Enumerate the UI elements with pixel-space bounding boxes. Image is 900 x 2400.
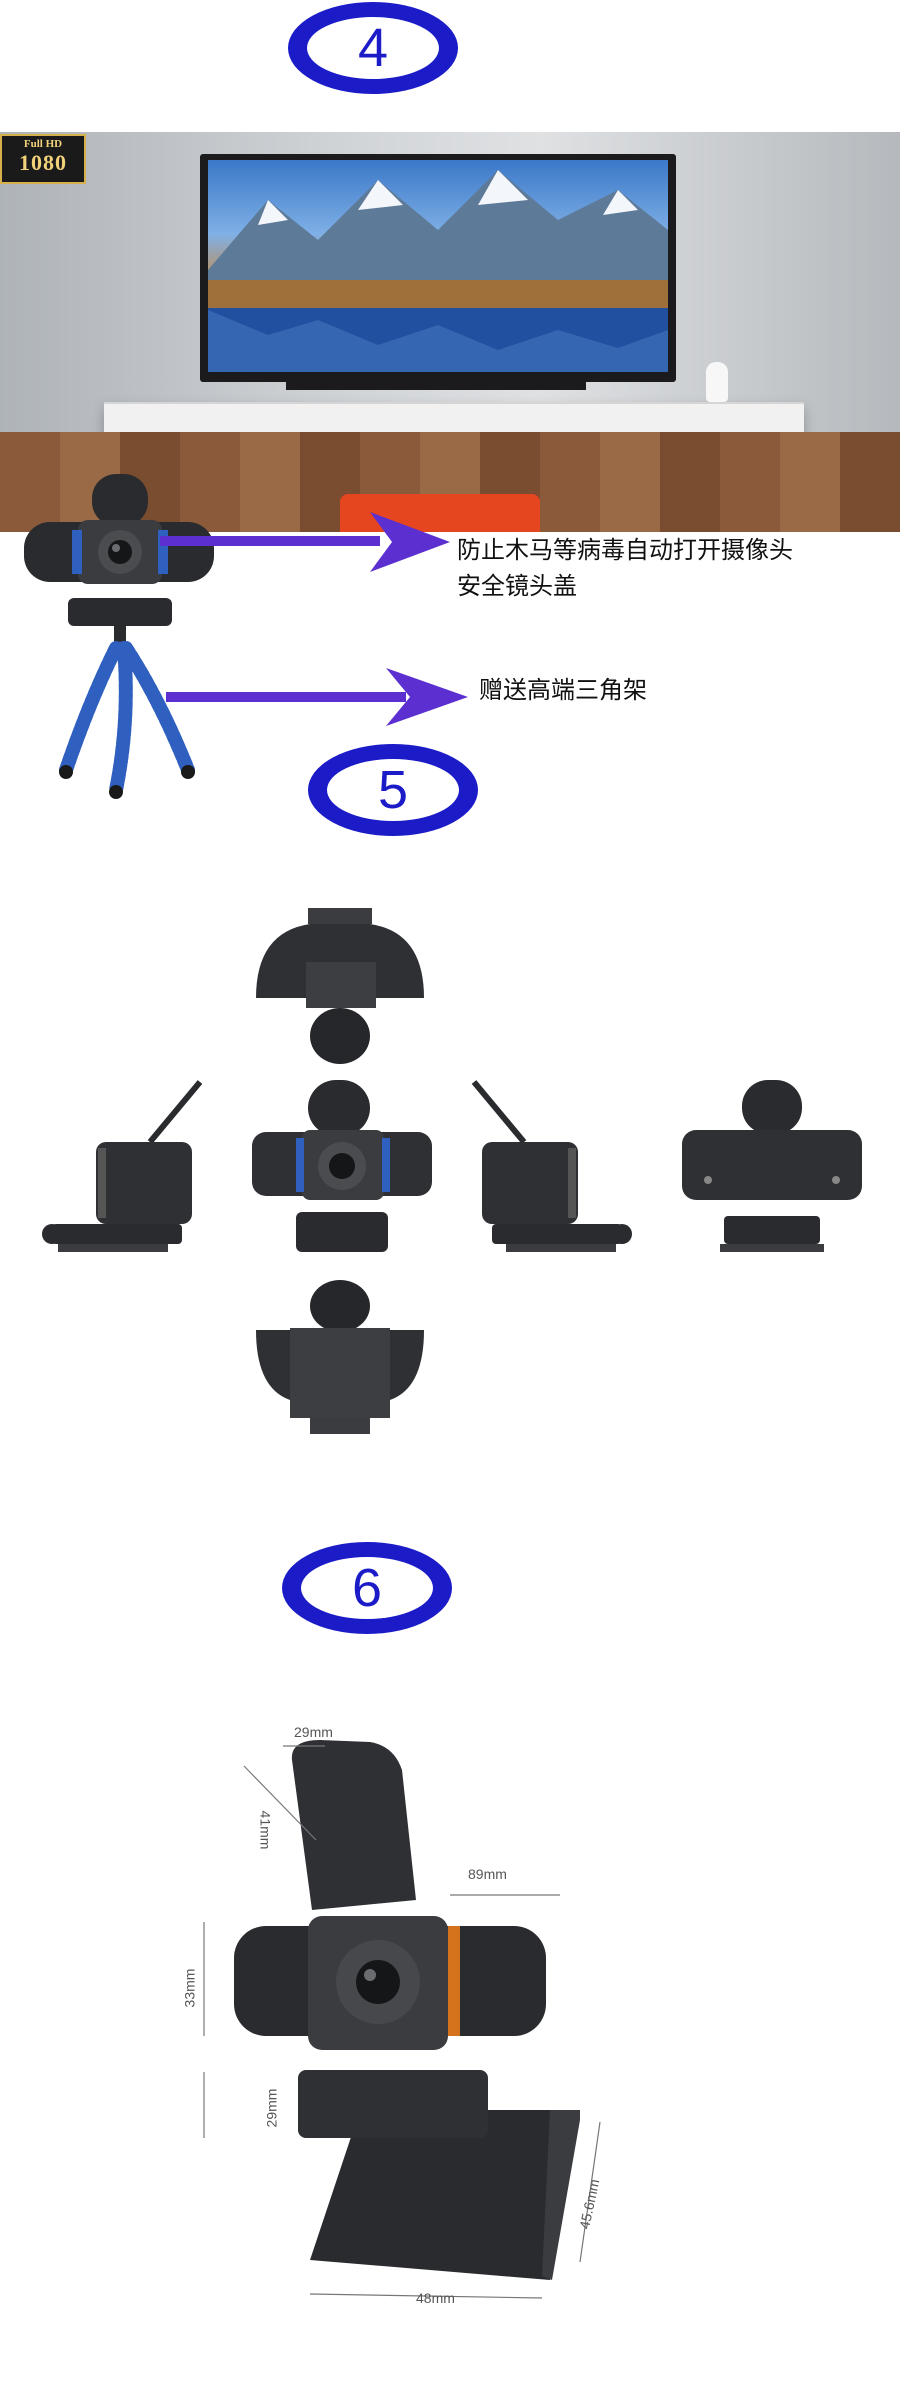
section-number-badge-4: 4 bbox=[288, 2, 458, 94]
dim-clip-height: 29mm bbox=[263, 2088, 280, 2128]
arrow-to-tripod-caption bbox=[166, 668, 468, 726]
dim-base-width: 48mm bbox=[416, 2290, 455, 2306]
dim-body-width: 89mm bbox=[468, 1866, 507, 1882]
webcam-front-view bbox=[252, 1080, 432, 1252]
webcam-bottom-view bbox=[256, 1280, 424, 1434]
dim-cover-height: 41mm bbox=[257, 1810, 274, 1850]
section-number: 4 bbox=[307, 17, 439, 79]
webcam-right-side-view bbox=[471, 1080, 632, 1252]
dim-body-height: 33mm bbox=[181, 1968, 198, 2008]
tripod-caption: 赠送高端三角架 bbox=[479, 676, 647, 704]
webcam-left-side-view bbox=[42, 1080, 203, 1252]
webcam-with-tripod bbox=[24, 474, 214, 799]
full-hd-1080-logo: Full HD 1080 bbox=[0, 134, 86, 184]
television bbox=[200, 154, 676, 382]
soundbar bbox=[286, 382, 586, 390]
privacy-cover-caption: 防止木马等病毒自动打开摄像头 安全镜头盖 bbox=[457, 536, 793, 600]
webcam-back-view bbox=[682, 1080, 862, 1252]
red-ottoman bbox=[340, 494, 540, 532]
webcam-top-view bbox=[256, 908, 424, 1064]
arrow-to-privacy-caption bbox=[160, 512, 450, 572]
webcam-dimension-diagram bbox=[203, 1740, 601, 2299]
section-number-badge-5: 5 bbox=[308, 744, 478, 836]
dim-cover-width: 29mm bbox=[294, 1724, 333, 1740]
vase bbox=[706, 362, 728, 402]
tv-screen-landscape bbox=[208, 160, 668, 372]
living-room-scene bbox=[0, 132, 900, 532]
section-number: 6 bbox=[301, 1557, 433, 1619]
section-number-badge-6: 6 bbox=[282, 1542, 452, 1634]
section-number: 5 bbox=[327, 759, 459, 821]
